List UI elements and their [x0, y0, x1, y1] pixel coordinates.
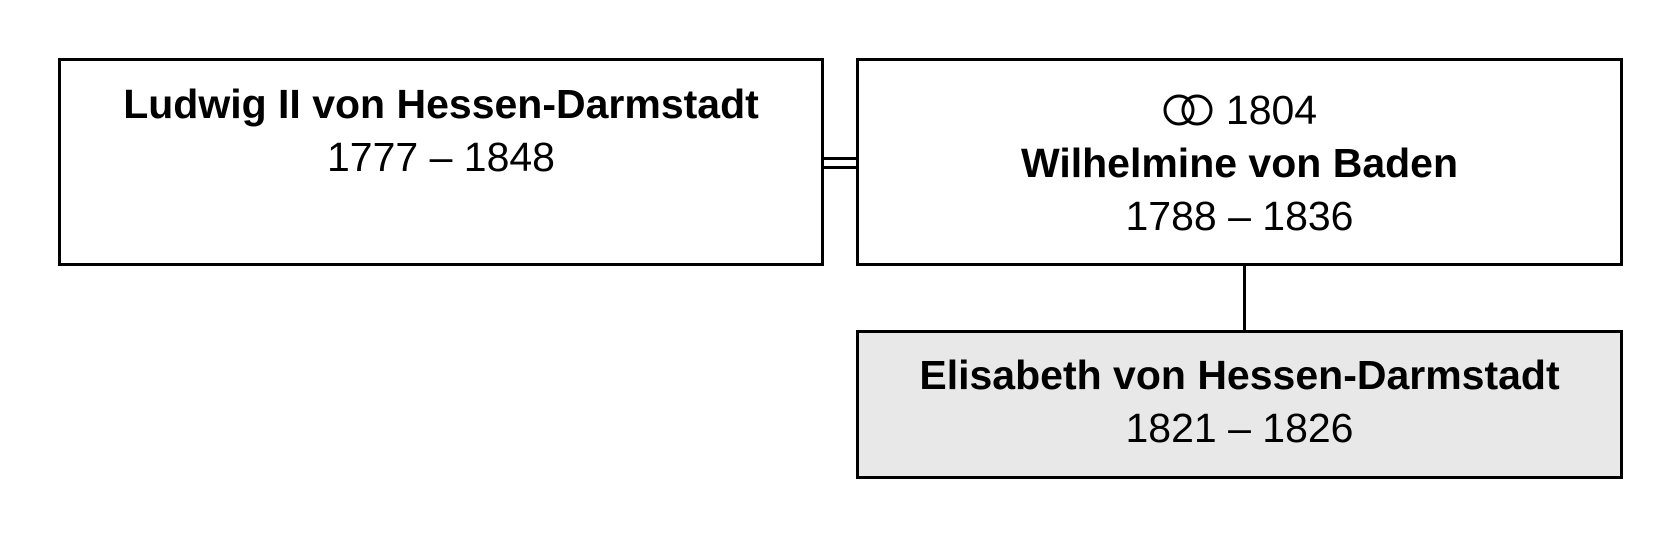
child-dates: 1821 – 1826 [1125, 405, 1354, 451]
marriage-info: 1804 [1162, 83, 1317, 137]
mother-box: 1804 Wilhelmine von Baden 1788 – 1836 [856, 58, 1623, 266]
child-name: Elisabeth von Hessen-Darmstadt [919, 352, 1560, 398]
father-dates: 1777 – 1848 [326, 134, 555, 180]
wedding-rings-icon [1163, 94, 1213, 126]
father-box: Ludwig II von Hessen-Darmstadt 1777 – 18… [58, 58, 824, 266]
marriage-year: 1804 [1225, 87, 1318, 133]
father-name: Ludwig II von Hessen-Darmstadt [123, 81, 759, 127]
child-box: Elisabeth von Hessen-Darmstadt 1821 – 18… [856, 330, 1623, 479]
marriage-connector-top [824, 157, 856, 160]
mother-name: Wilhelmine von Baden [1020, 140, 1459, 186]
child-connector [1243, 266, 1246, 330]
marriage-connector-bottom [824, 166, 856, 169]
mother-dates: 1788 – 1836 [1125, 193, 1354, 239]
